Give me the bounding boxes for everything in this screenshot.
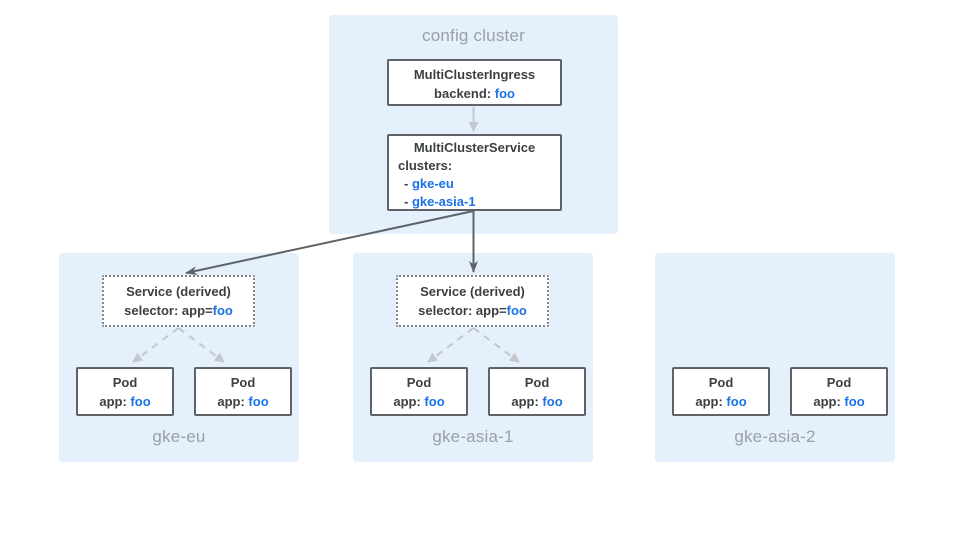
pod-box: Pod app: foo — [76, 367, 174, 416]
cluster-container-gke-asia-2: Pod app: foo Pod app: foo gke-asia-2 — [655, 253, 895, 462]
pod-box: Pod app: foo — [672, 367, 770, 416]
cluster-ref-gke-eu: - gke-eu — [404, 176, 454, 191]
pod-box: Pod app: foo — [488, 367, 586, 416]
cluster-container-gke-asia-1: Service (derived) selector: app=foo Pod … — [353, 253, 593, 462]
config-cluster-title: config cluster — [422, 26, 525, 45]
pod-app: app: foo — [393, 394, 445, 409]
service-derived-box: Service (derived) selector: app=foo — [102, 275, 255, 327]
multi-cluster-service-box: MultiClusterService clusters: - gke-eu -… — [387, 134, 562, 211]
pod-box: Pod app: foo — [790, 367, 888, 416]
pod-app: app: foo — [813, 394, 865, 409]
pod-title: Pod — [406, 375, 432, 390]
service-derived-box: Service (derived) selector: app=foo — [396, 275, 549, 327]
config-cluster-container: config cluster MultiClusterIngress backe… — [329, 15, 618, 234]
backend-value: foo — [494, 86, 515, 101]
pod-app: app: foo — [695, 394, 747, 409]
cluster-container-gke-eu: Service (derived) selector: app=foo Pod … — [59, 253, 299, 462]
cluster-label: gke-eu — [152, 427, 206, 446]
cluster-label: gke-asia-1 — [432, 427, 514, 446]
service-selector: selector: app=foo — [124, 303, 233, 318]
pod-box: Pod app: foo — [194, 367, 292, 416]
pod-app: app: foo — [217, 394, 269, 409]
pod-title: Pod — [112, 375, 138, 390]
pod-app: app: foo — [99, 394, 151, 409]
cluster-label: gke-asia-2 — [734, 427, 816, 446]
pod-box: Pod app: foo — [370, 367, 468, 416]
service-derived-title: Service (derived) — [420, 284, 525, 299]
service-selector: selector: app=foo — [418, 303, 527, 318]
multi-cluster-service-title: MultiClusterService — [413, 140, 536, 155]
service-derived-title: Service (derived) — [126, 284, 231, 299]
pod-title: Pod — [826, 375, 852, 390]
multi-cluster-ingress-title: MultiClusterIngress — [413, 67, 536, 82]
pod-title: Pod — [708, 375, 734, 390]
multi-cluster-ingress-backend: backend: foo — [434, 86, 515, 101]
pod-app: app: foo — [511, 394, 563, 409]
pod-title: Pod — [524, 375, 550, 390]
multi-cluster-ingress-box: MultiClusterIngress backend: foo — [387, 59, 562, 106]
pod-title: Pod — [230, 375, 256, 390]
clusters-subtitle: clusters: — [398, 158, 453, 173]
cluster-ref-gke-asia-1: - gke-asia-1 — [404, 194, 476, 209]
